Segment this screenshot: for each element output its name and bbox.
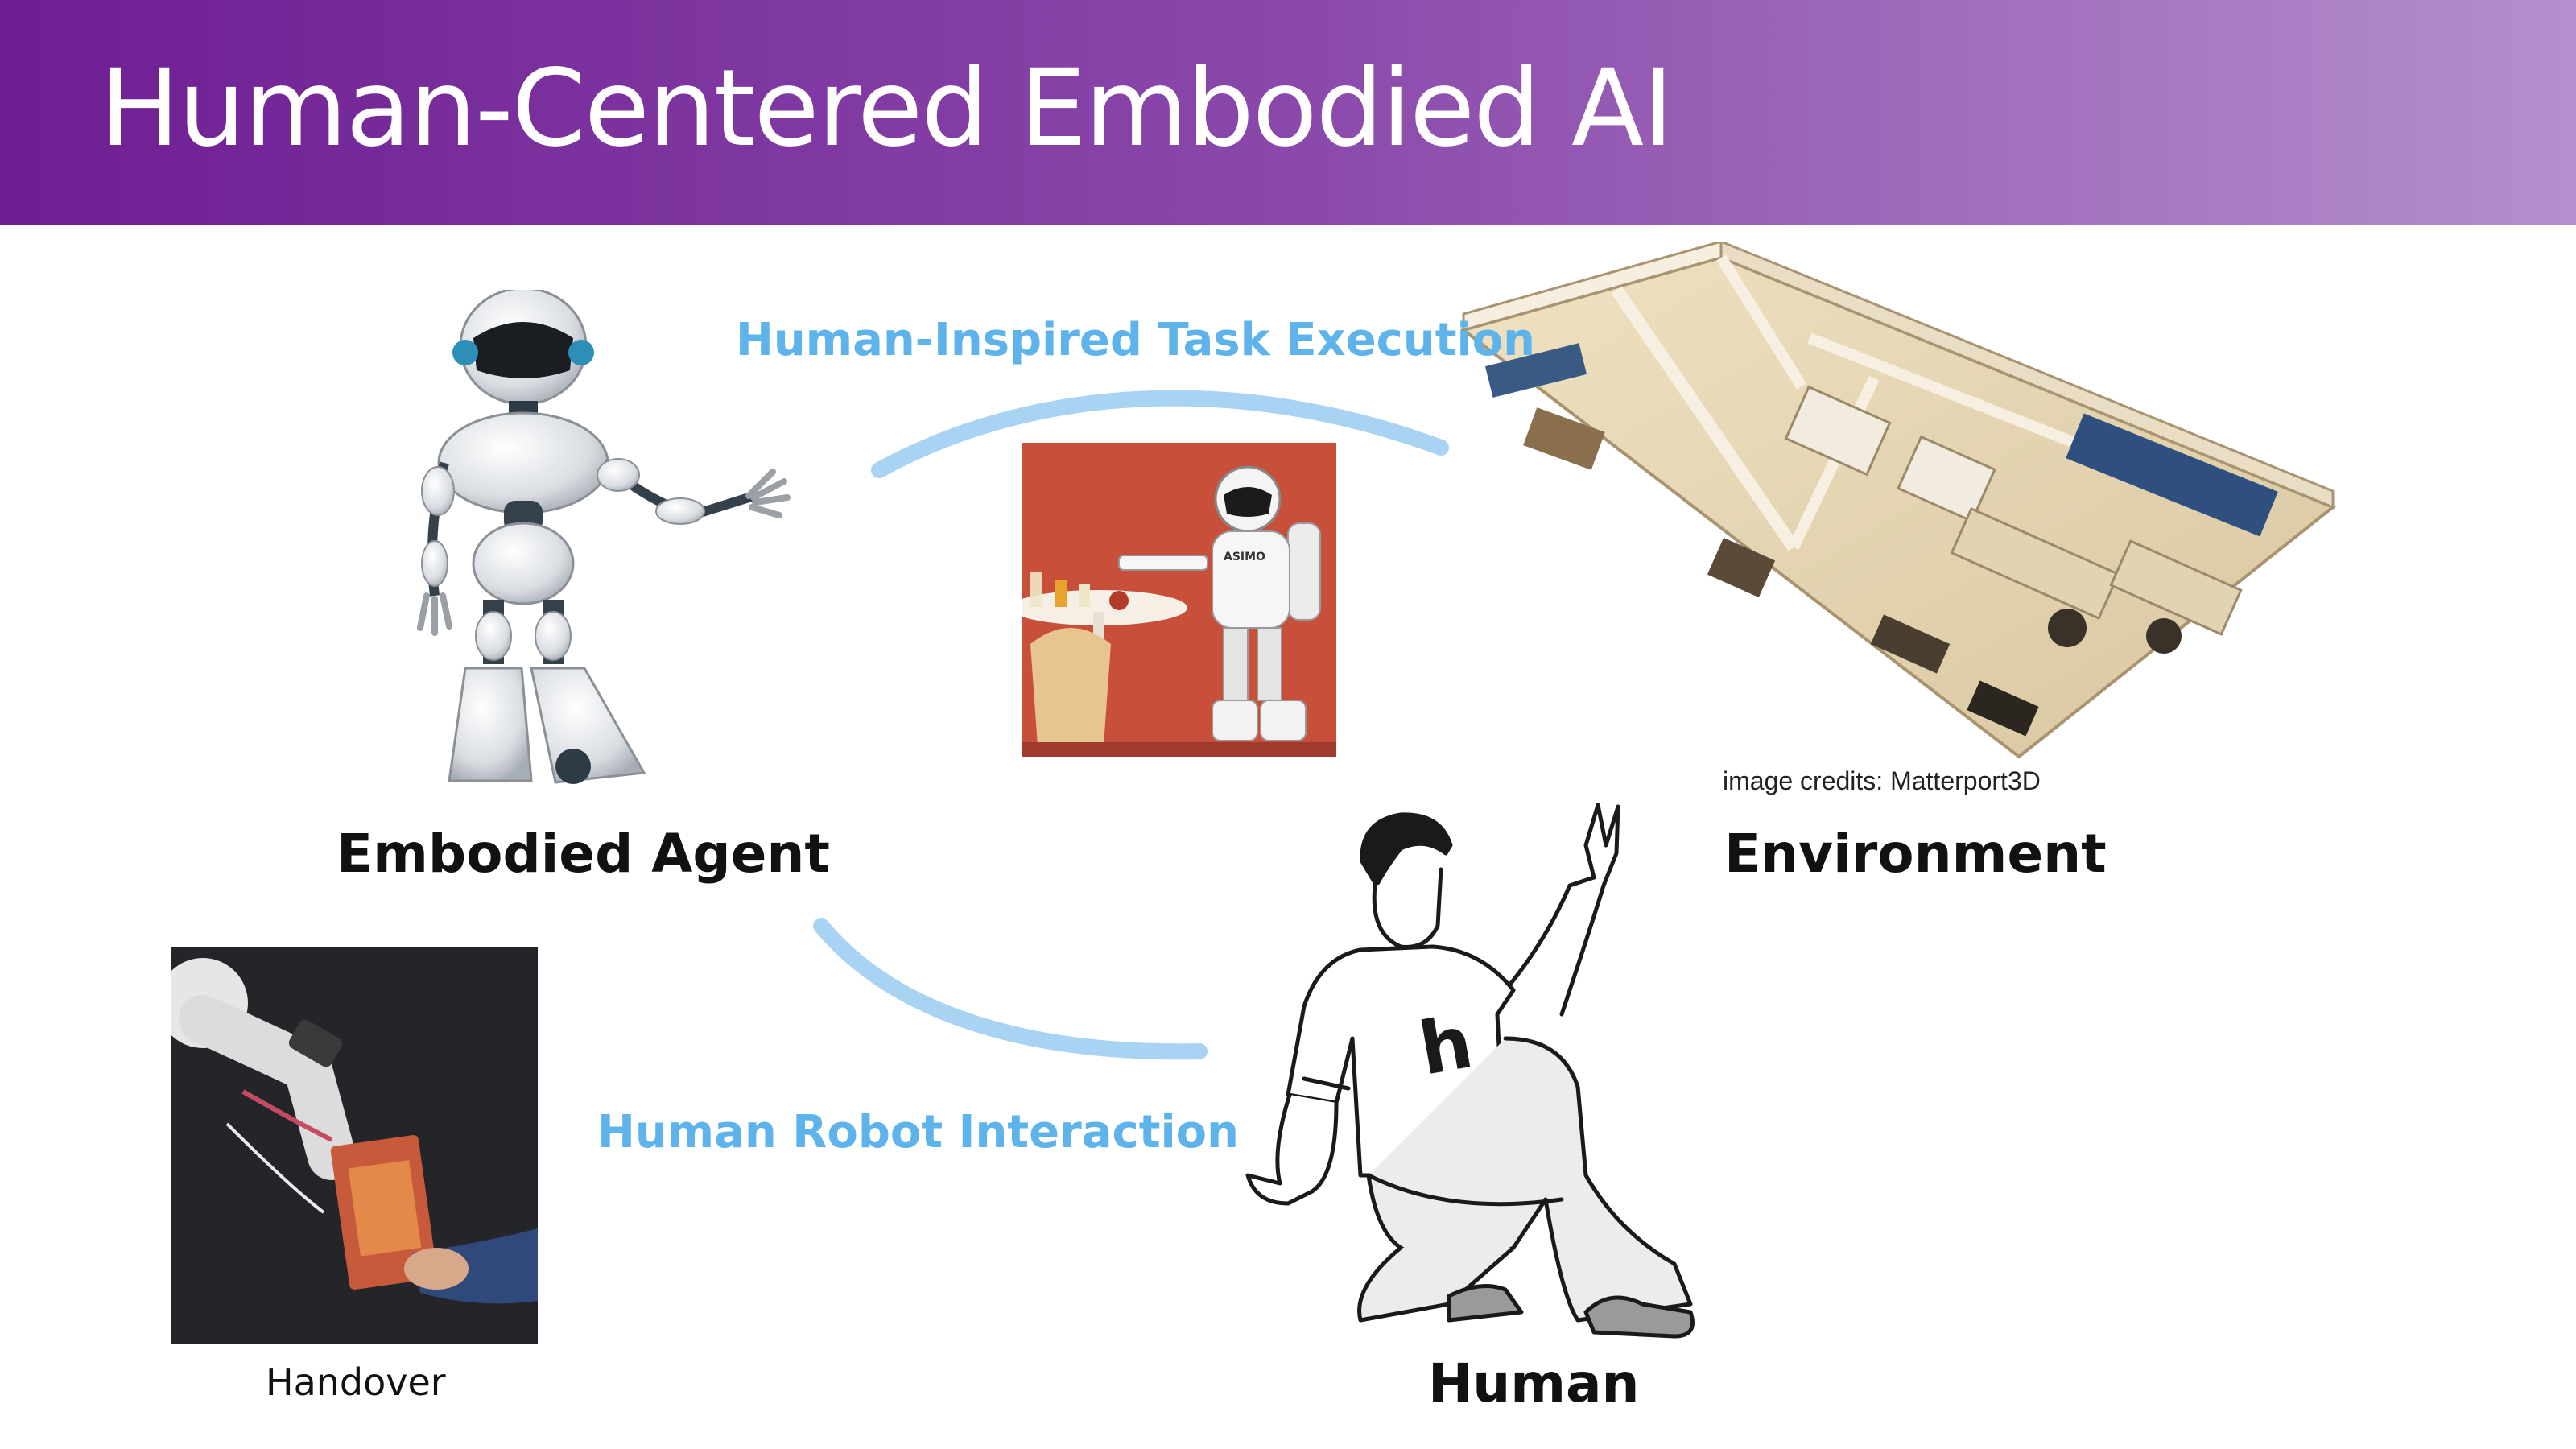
handover-photo — [171, 947, 538, 1344]
environment-label: Environment — [1724, 823, 2107, 885]
human-label: Human — [1428, 1352, 1640, 1414]
task-execution-arc — [871, 390, 1449, 478]
embodied-agent-label: Embodied Agent — [336, 823, 830, 885]
seated-person-peace-sign-illustration: h — [1245, 803, 1695, 1339]
title-bar: Human-Centered Embodied AI — [0, 0, 2576, 225]
task-execution-label: Human-Inspired Task Execution — [736, 314, 1536, 366]
handover-caption: Handover — [266, 1360, 446, 1404]
slide-title: Human-Centered Embodied AI — [100, 47, 1674, 171]
apartment-floorplan-3d-illustration — [1459, 242, 2336, 759]
interaction-label: Human Robot Interaction — [597, 1106, 1240, 1158]
robot-chest-text: ASIMO — [1224, 551, 1265, 564]
environment-image-credit: image credits: Matterport3D — [1723, 766, 2041, 795]
interaction-arc — [813, 918, 1208, 1060]
humanoid-robot-icon — [417, 290, 791, 784]
robot-serving-photo: ASIMO — [1022, 443, 1336, 757]
